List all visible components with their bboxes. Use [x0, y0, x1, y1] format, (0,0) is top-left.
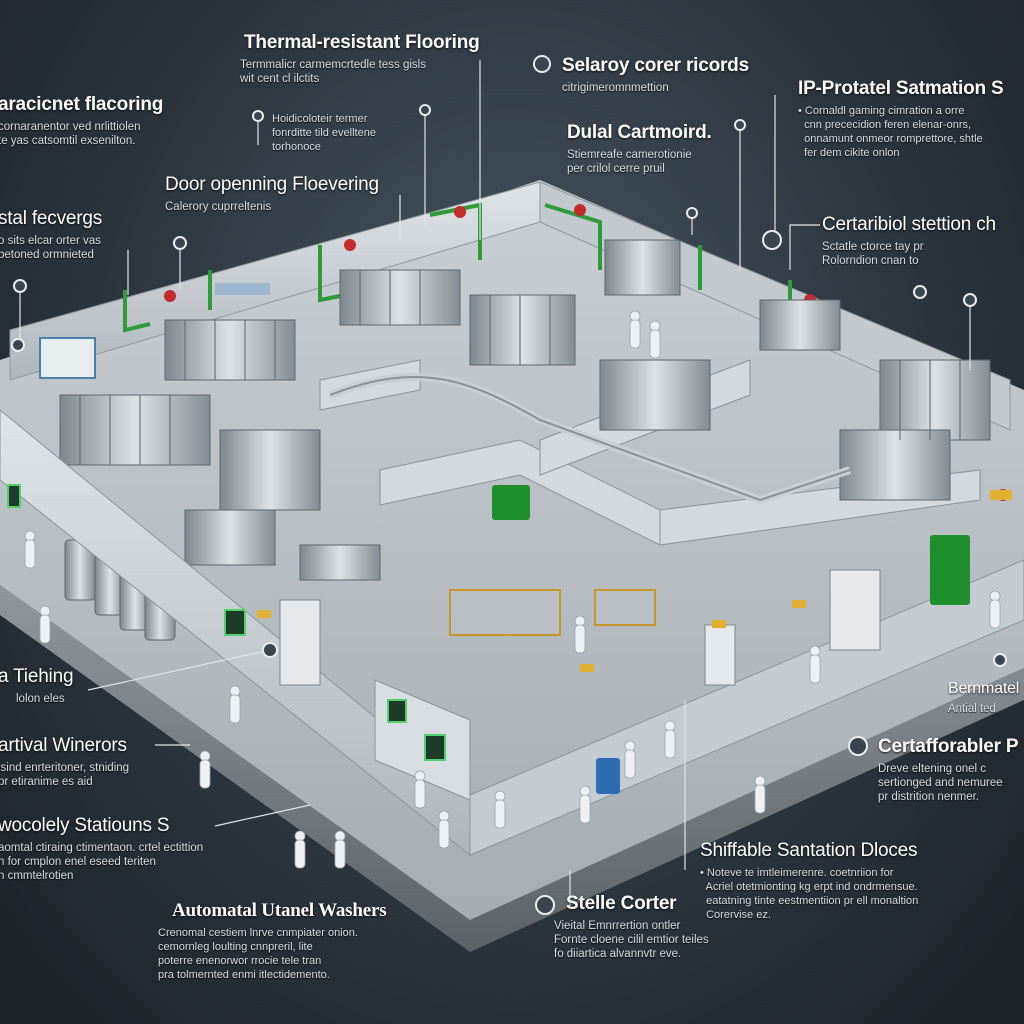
callout-desc: lolon eles	[16, 693, 65, 705]
callout-desc: cornaranentor ved nrlittiolen te yas cat…	[0, 121, 141, 147]
control-panel	[7, 484, 446, 761]
callout-dulal-cartmoird: Dulal Cartmoird. Stiemreafe camerotionie…	[567, 122, 712, 176]
callout-title: IP-Protatel Satmation S	[798, 78, 1004, 99]
callout-desc: Hoidicoloteir termer fonrditte tild evel…	[272, 113, 376, 153]
callout-selaroy-corer-ricords: Selaroy corer ricords citrigimeromnmetti…	[562, 55, 749, 95]
callout-title: Certafforabler P	[878, 736, 1019, 757]
callout-desc: Stiemreafe camerotionie per crilol cerre…	[567, 149, 692, 175]
callout-desc: aomtal ctiraing ctimentaon. crtel ectitt…	[0, 842, 204, 882]
callout-title: artival Winerors	[0, 735, 127, 756]
callout-door-openning-floevering: Door openning Floevering Calerory cuprre…	[165, 174, 379, 214]
worker	[24, 310, 1001, 869]
callout-desc: Vieital Emnrrertion ontler Fornte cloene…	[554, 920, 709, 960]
callout-hoidicoloteir: Hoidicoloteir termer fonrditte tild evel…	[272, 108, 376, 154]
callout-ip-protatel-satmation: IP-Protatel Satmation S • Cornaldl gamin…	[798, 78, 1004, 160]
callout-automatal-utanel-washers: Automatal Utanel Washers Crenomal cestie…	[158, 900, 387, 982]
callout-title: Thermal-resistant Flooring	[244, 32, 480, 53]
callout-desc: Crenomal cestiem lnrve cnmpiater onion. …	[158, 927, 358, 981]
callout-title: a Tiehing	[0, 666, 74, 687]
location-pin-icon	[11, 55, 1007, 915]
callout-title: Selaroy corer ricords	[562, 55, 749, 76]
callout-title: Automatal Utanel Washers	[172, 900, 387, 921]
callout-desc: isind enrteritoner, stniding pr etiranim…	[0, 762, 130, 788]
rack-grid	[79, 270, 961, 465]
wall-panel	[39, 337, 96, 379]
leader-lines	[19, 60, 971, 905]
callout-desc: citrigimeromnmettion	[562, 82, 669, 94]
callout-certaribiol-stettion: Certaribiol stettion ch Sctatle ctorce t…	[822, 214, 996, 268]
workstation	[449, 589, 656, 636]
wall-panel	[215, 283, 270, 295]
callout-stelle-corter: Stelle Corter Vieital Emnrrertion ontler…	[554, 893, 709, 961]
callout-desc: Calerory cuprreltenis	[165, 201, 272, 213]
callout-artival-winerors: artival Winerors isind enrteritoner, stn…	[0, 735, 129, 789]
callout-thermal-resistant-flooring: Thermal-resistant Flooring Termmalicr ca…	[240, 32, 480, 86]
callout-title: aracicnet flacoring	[0, 94, 164, 115]
callout-wocolely-statiouns: wocolely Statiouns S aomtal ctiraing cti…	[0, 815, 203, 883]
callout-desc: • Noteve te imtleimerenre. coetnriion fo…	[700, 867, 919, 921]
callout-desc: o sits elcar orter vas betoned ormnieted	[0, 235, 101, 261]
callout-title: Door openning Floevering	[165, 174, 379, 195]
callout-title: Bernmatel	[948, 680, 1020, 697]
callout-shiffable-santation-dloces: Shiffable Santation Dloces • Noteve te i…	[700, 840, 918, 922]
callout-aracicnet-flacoring: aracicnet flacoring cornaranentor ved nr…	[0, 94, 163, 148]
callout-title: Dulal Cartmoird.	[567, 122, 712, 143]
green-bin	[492, 485, 970, 605]
floor-slab-edge	[0, 585, 1024, 952]
callout-title: Stelle Corter	[566, 893, 677, 914]
sign-yellow	[257, 490, 1012, 672]
blue-bin	[596, 758, 620, 794]
callout-title: stal fecvergs	[0, 208, 103, 229]
callout-desc: Sctatle ctorce tay pr Rolorndion cnan to	[822, 241, 924, 267]
callout-bernmatel: Bernmatel Antial ted	[948, 680, 1019, 716]
callout-desc: Dreve eltening onel c sertionged and nem…	[878, 763, 1003, 803]
callout-desc: • Cornaldl gaming cimration a orre cnn p…	[798, 105, 983, 159]
callout-stal-fecvergs: stal fecvergs o sits elcar orter vas bet…	[0, 208, 102, 262]
callout-desc: Termmalicr carmemcrtedle tess gisls wit …	[240, 59, 426, 85]
callout-a-tiehing: a Tiehing lolon eles	[0, 666, 74, 706]
callout-desc: Antial ted	[948, 703, 996, 715]
callout-certafforabler: Certafforabler P Dreve eltening onel c s…	[878, 736, 1019, 804]
callout-title: Shiffable Santation Dloces	[700, 840, 918, 861]
callout-title: Certaribiol stettion ch	[822, 214, 996, 235]
callout-title: wocolely Statiouns S	[0, 815, 170, 836]
